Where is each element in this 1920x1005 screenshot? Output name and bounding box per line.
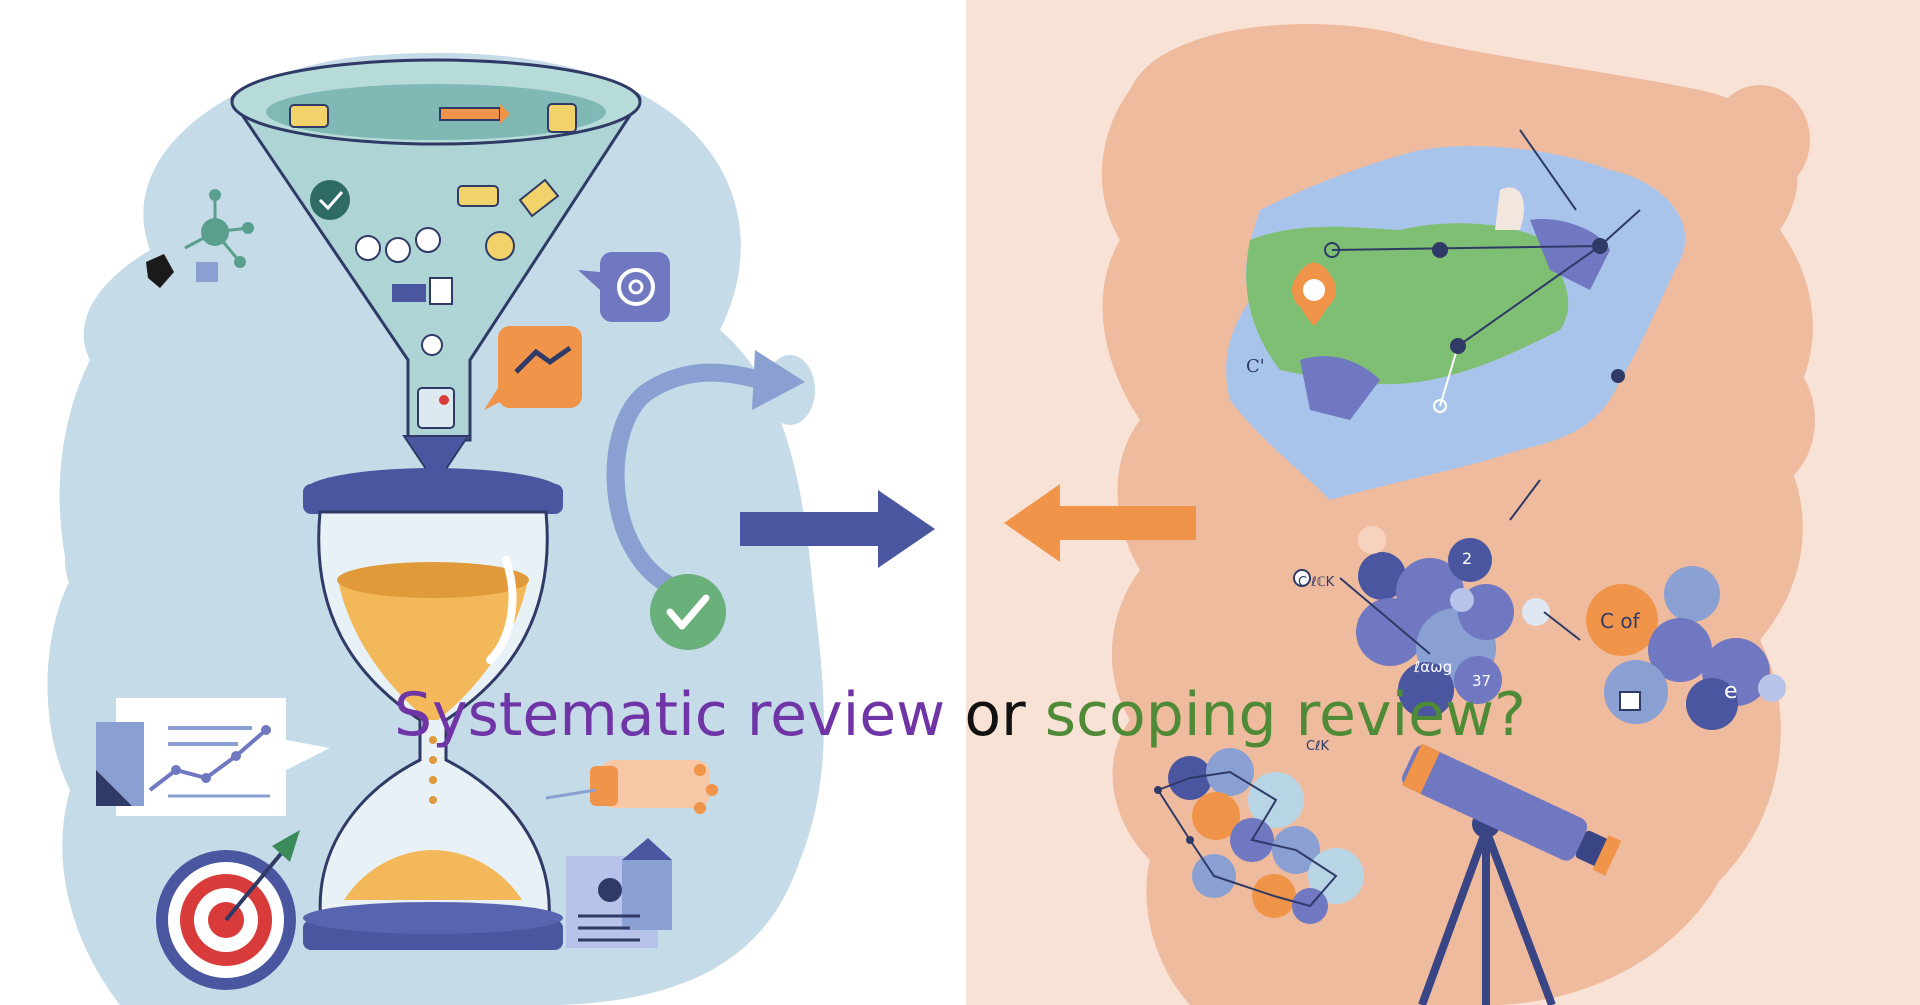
bubble-number-37: 37 — [1472, 672, 1491, 690]
chat-bubble-icon — [484, 252, 670, 410]
e-bubble-label: e — [1724, 679, 1738, 704]
target-icon — [156, 830, 300, 990]
right-blob-lobe-2 — [1710, 85, 1810, 195]
network-node-icon — [146, 189, 254, 288]
curved-arrow-icon — [606, 350, 805, 599]
hourglass-icon — [303, 468, 563, 950]
headline-scoping: scoping review? — [1044, 680, 1526, 750]
telescope-icon — [1402, 743, 1622, 1005]
location-pin-icon — [1292, 262, 1336, 326]
headline-or: or — [945, 680, 1045, 750]
left-blob-spot — [65, 515, 125, 605]
bubble-c-label: C ℓℂK — [1298, 575, 1335, 590]
map-icon: C' — [1226, 129, 1686, 521]
right-arrow-icon — [740, 490, 935, 568]
bubble-number-2: 2 — [1462, 549, 1472, 568]
orange-bubble-label: C of — [1600, 609, 1641, 633]
left-arrow-icon — [1004, 484, 1196, 562]
line-chart-icon — [96, 698, 330, 816]
document-icon — [566, 838, 672, 948]
bubble-text: ℓαωg — [1413, 658, 1452, 676]
check-icon — [650, 574, 726, 650]
headline-systematic: Systematic review — [394, 680, 946, 750]
bubble-cluster-icon: C ℓℂK 2 ℓαωg 37 C of e CℓK — [1154, 526, 1786, 924]
small-c-label: CℓK — [1306, 739, 1329, 754]
headline: Systematic review or scoping review? — [0, 675, 1920, 755]
map-corner-label: C' — [1246, 356, 1265, 377]
tube-icon — [545, 760, 718, 814]
right-blob-lobe — [1705, 350, 1815, 490]
funnel-icon — [230, 58, 642, 486]
